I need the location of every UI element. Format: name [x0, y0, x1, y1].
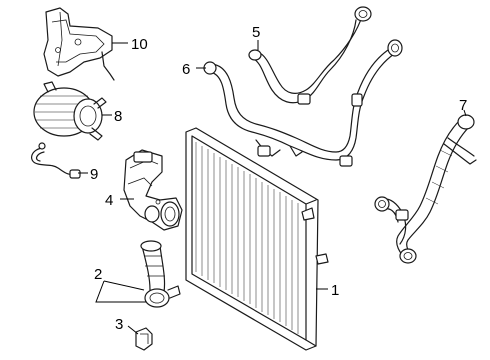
valve-part [123, 149, 183, 231]
callout-8: 8 [114, 108, 122, 125]
leader-2 [95, 280, 146, 303]
callout-9: 9 [90, 166, 98, 183]
callout-6: 6 [182, 61, 190, 78]
callouts: 10 8 9 4 2 3 1 6 5 7 [90, 24, 467, 333]
leader-3 [127, 325, 139, 335]
callout-7: 7 [459, 97, 467, 114]
water-pump-part [33, 81, 107, 141]
callout-10: 10 [131, 36, 148, 53]
wire-harness-part [31, 142, 81, 179]
callout-1: 1 [331, 282, 339, 299]
lower-hose-part [140, 240, 181, 308]
right-hose-part [374, 114, 477, 264]
leader-7 [463, 109, 467, 117]
callout-4: 4 [105, 192, 113, 209]
bracket-part [43, 7, 115, 81]
callout-3: 3 [115, 316, 123, 333]
upper-hose-part [203, 6, 403, 167]
radiator-part [185, 127, 329, 351]
callout-2: 2 [94, 266, 102, 283]
leader-lines [78, 40, 467, 335]
clamp-part [135, 327, 153, 351]
callout-5: 5 [252, 24, 260, 41]
